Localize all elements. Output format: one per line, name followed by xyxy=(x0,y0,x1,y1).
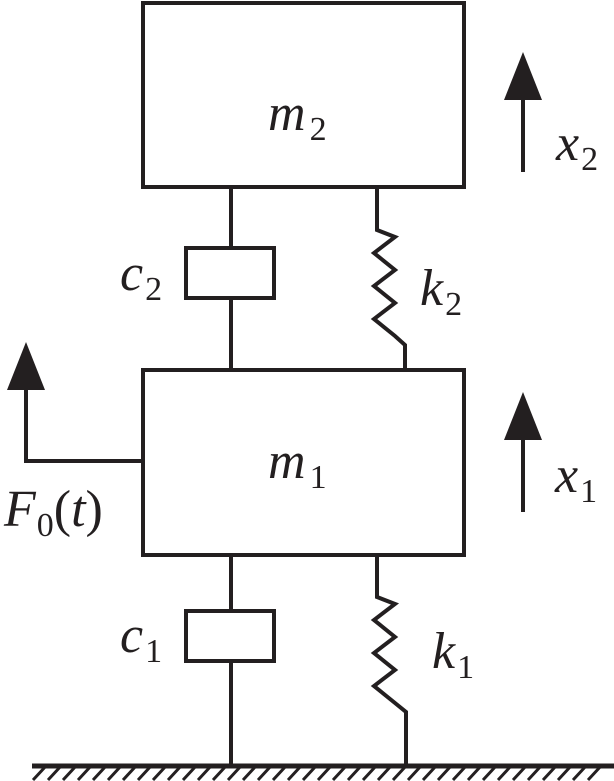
ground-hatch-line xyxy=(421,764,438,781)
force-arrow xyxy=(7,342,143,463)
ground-hatch-line xyxy=(211,764,228,781)
ground-hatch-line xyxy=(271,764,288,781)
ground-hatching xyxy=(31,764,603,781)
damper-c1-label: c1 xyxy=(120,607,162,670)
ground-hatch-line xyxy=(151,764,168,781)
ground-hatch-line xyxy=(571,764,588,781)
ground-hatch-line xyxy=(376,764,393,781)
mass-2-block xyxy=(141,1,466,189)
displacement-x2-arrow xyxy=(504,52,542,172)
ground-hatch-line xyxy=(301,764,318,781)
ground-hatch-line xyxy=(181,764,198,781)
ground-hatch-line xyxy=(496,764,513,781)
ground-hatch-line xyxy=(106,764,123,781)
ground-hatch-line xyxy=(586,764,603,781)
ground-hatch-line xyxy=(436,764,453,781)
ground-hatch-line xyxy=(286,764,303,781)
damper-c2-label: c2 xyxy=(120,245,162,308)
ground-hatch-line xyxy=(166,764,183,781)
ground-hatch-line xyxy=(31,764,48,781)
spring-k2 xyxy=(370,187,407,370)
ground-hatch-line xyxy=(481,764,498,781)
ground xyxy=(31,763,614,781)
ground-hatch-line xyxy=(226,764,243,781)
displacement-x1-label: x1 xyxy=(554,447,597,510)
ground-hatch-line xyxy=(451,764,468,781)
displacement-x2-label: x2 xyxy=(555,115,598,178)
ground-hatch-line xyxy=(76,764,93,781)
ground-hatch-line xyxy=(316,764,333,781)
ground-hatch-line xyxy=(406,764,423,781)
ground-hatch-line xyxy=(511,764,528,781)
ground-hatch-line xyxy=(361,764,378,781)
ground-hatch-line xyxy=(196,764,213,781)
spring-k1 xyxy=(370,555,408,765)
displacement-x1-arrow xyxy=(504,392,542,512)
ground-hatch-line xyxy=(556,764,573,781)
spring-k1-label: k1 xyxy=(432,623,474,686)
ground-hatch-line xyxy=(466,764,483,781)
ground-hatch-line xyxy=(61,764,78,781)
ground-hatch-line xyxy=(91,764,108,781)
damper-c2 xyxy=(184,187,276,370)
ground-hatch-line xyxy=(121,764,138,781)
ground-hatch-line xyxy=(526,764,543,781)
ground-hatch-line xyxy=(136,764,153,781)
spring-k2-label: k2 xyxy=(420,260,462,323)
ground-hatch-line xyxy=(241,764,258,781)
ground-hatch-line xyxy=(256,764,273,781)
ground-hatch-line xyxy=(391,764,408,781)
force-label: F0(t) xyxy=(3,481,103,544)
ground-hatch-line xyxy=(46,764,63,781)
ground-hatch-line xyxy=(331,764,348,781)
damper-c1 xyxy=(184,555,276,765)
ground-hatch-line xyxy=(541,764,558,781)
ground-hatch-line xyxy=(346,764,363,781)
